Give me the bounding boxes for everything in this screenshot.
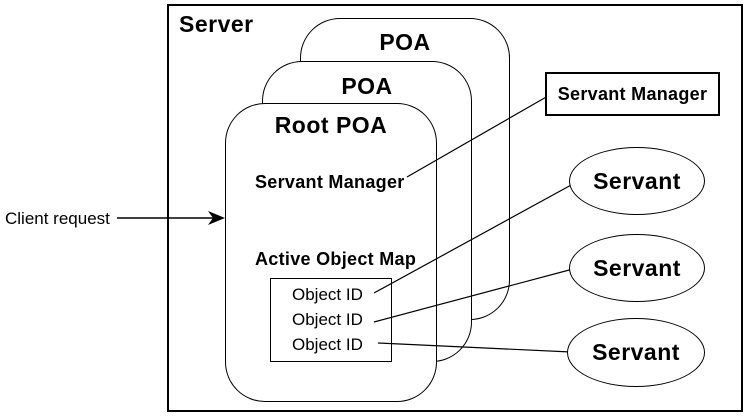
poa-middle-label: POA <box>341 73 393 99</box>
active-object-map-label: Active Object Map <box>255 249 417 269</box>
servant-manager-box-label: Servant Manager <box>557 83 708 104</box>
server-label: Server <box>179 11 254 37</box>
poa-back-label: POA <box>379 29 431 55</box>
servant-ellipse: Servant <box>569 234 705 302</box>
servant-manager-inner-label: Servant Manager <box>255 172 405 192</box>
root-poa-label: Root POA <box>274 112 388 138</box>
servant-ellipse: Servant <box>567 318 705 387</box>
servant-label: Servant <box>593 254 681 281</box>
object-id-row: Object ID <box>292 285 363 304</box>
servant-label: Servant <box>593 167 681 194</box>
object-id-row: Object ID <box>292 335 363 354</box>
object-id-table: Object ID Object ID Object ID <box>270 278 392 362</box>
object-id-row: Object ID <box>292 310 363 329</box>
servant-label: Servant <box>592 339 680 365</box>
servant-ellipse: Servant <box>569 147 705 215</box>
client-request-label: Client request <box>5 209 110 228</box>
servant-manager-box: Servant Manager <box>545 72 720 116</box>
